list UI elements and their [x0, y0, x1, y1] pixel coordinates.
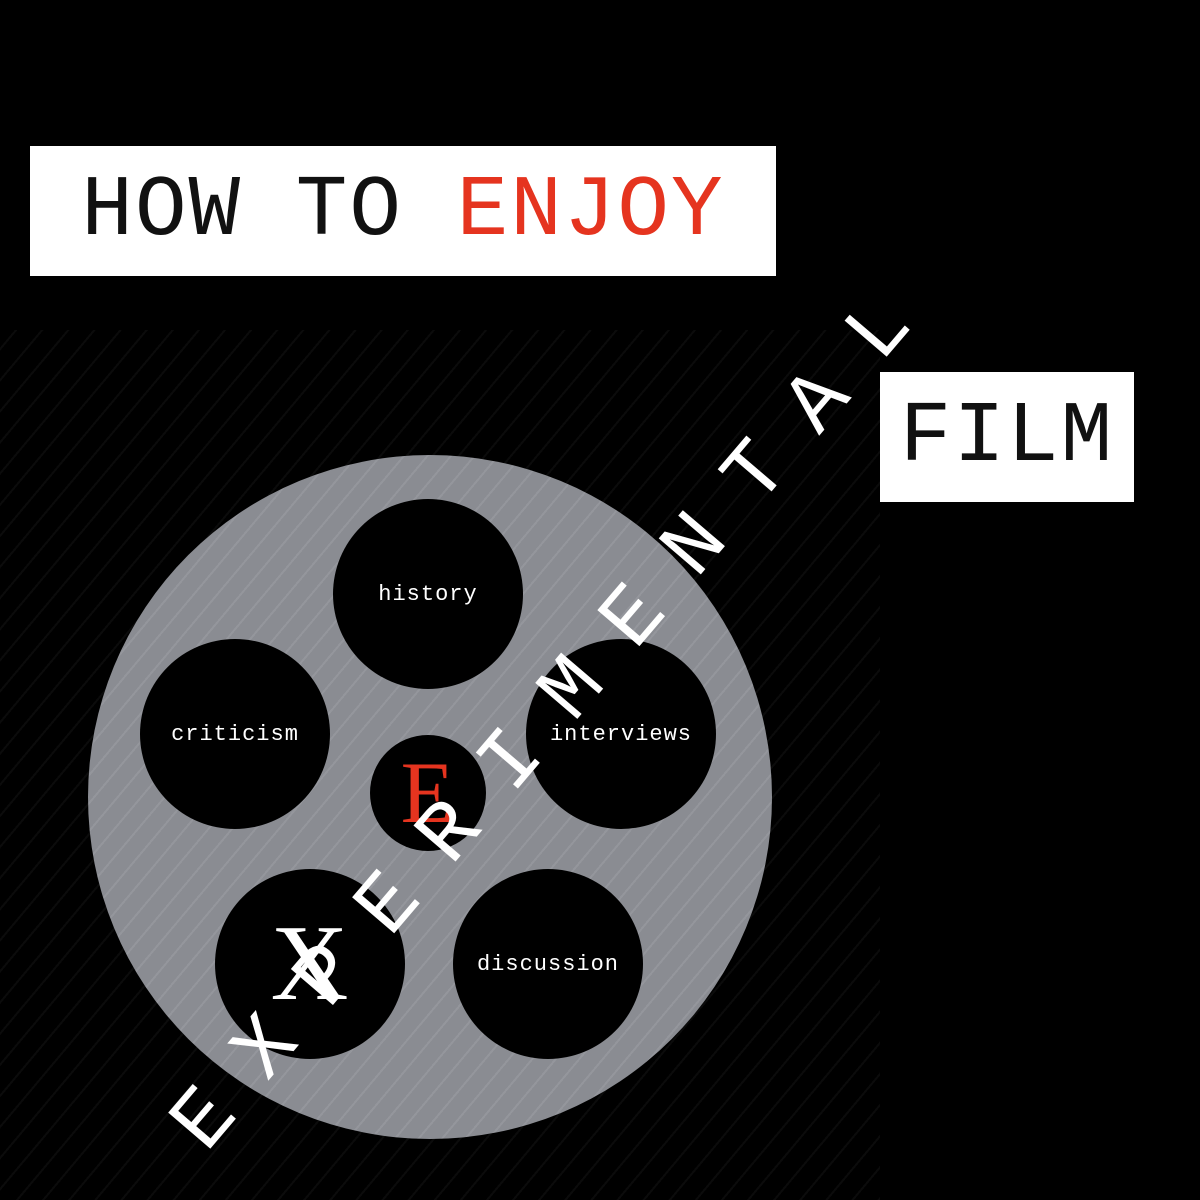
reel-hole-x: X — [215, 869, 405, 1059]
reel-hole-label: criticism — [171, 721, 299, 747]
film-reel-icon: history criticism interviews X discussio… — [88, 455, 772, 1139]
reel-x-letter: X — [270, 904, 350, 1023]
reel-hole-label: history — [378, 581, 478, 607]
reel-hole-interviews: interviews — [526, 639, 716, 829]
title-banner: HOW TO ENJOY — [30, 146, 776, 276]
reel-hole-criticism: criticism — [140, 639, 330, 829]
film-banner: FILM — [880, 372, 1134, 502]
reel-hole-history: history — [333, 499, 523, 689]
title-prefix: HOW TO — [81, 162, 457, 260]
reel-hole-discussion: discussion — [453, 869, 643, 1059]
reel-center-letter: E — [400, 744, 456, 842]
title-accent: ENJOY — [456, 162, 725, 260]
reel-center-hub: E — [370, 735, 486, 851]
reel-hole-label: discussion — [476, 951, 620, 977]
film-label: FILM — [899, 388, 1115, 486]
reel-hole-label: interviews — [549, 721, 693, 747]
